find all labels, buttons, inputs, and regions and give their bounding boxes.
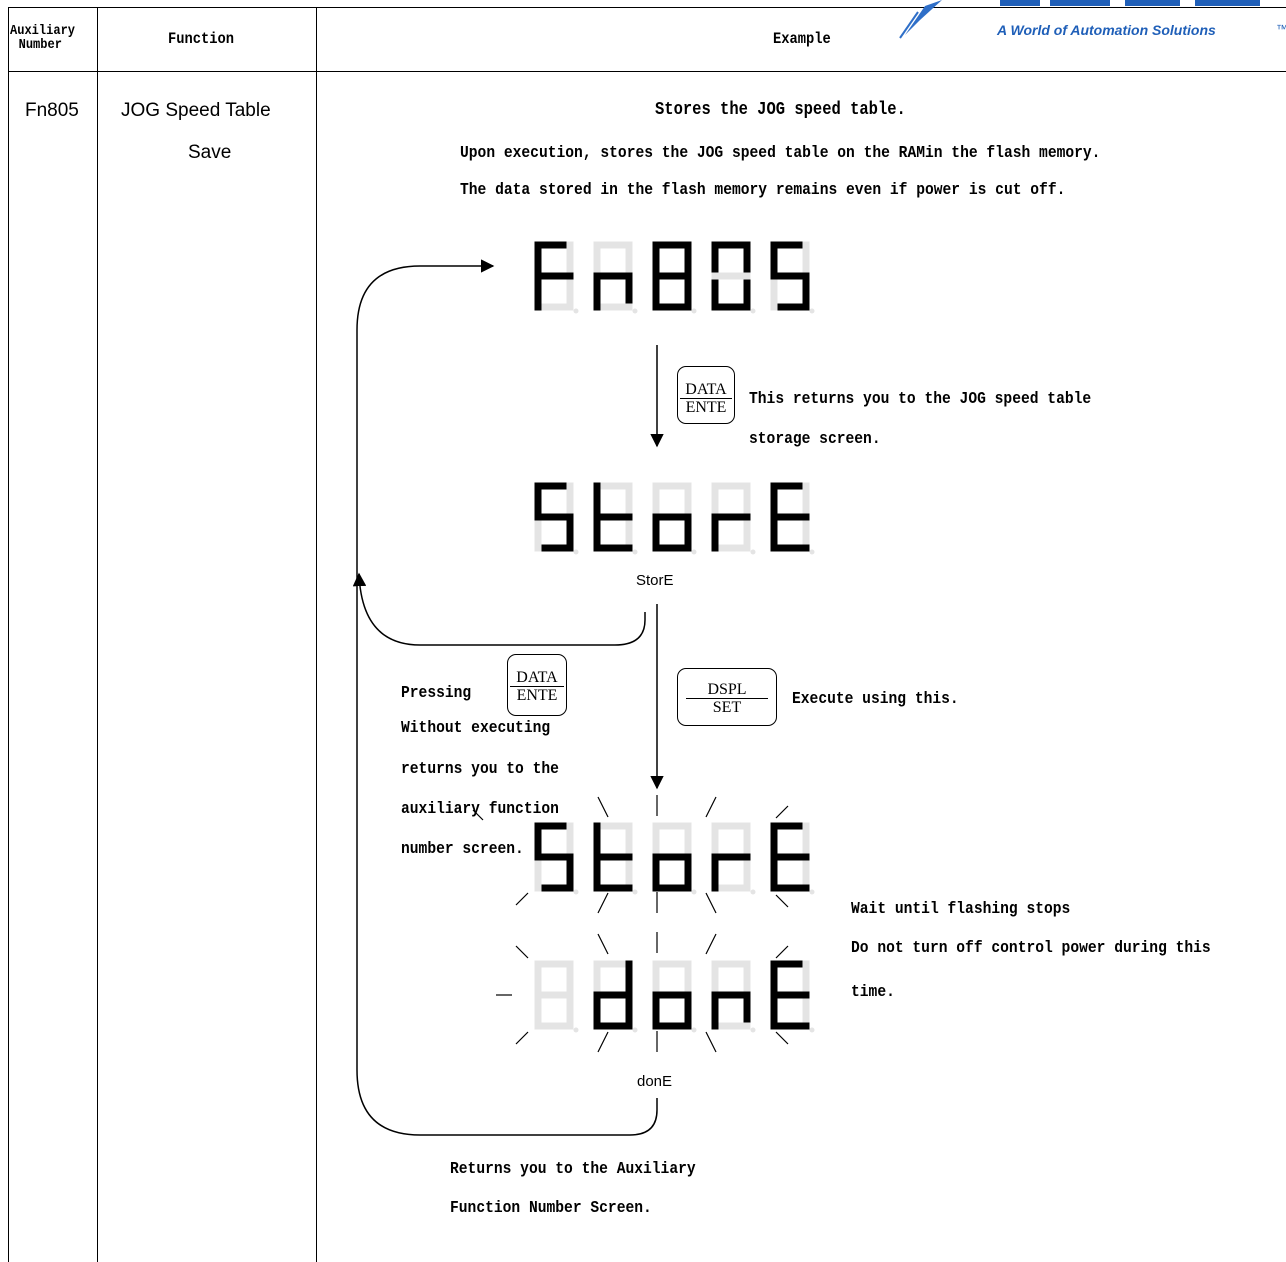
- display-dot: [632, 1027, 638, 1033]
- pressing-line-4: auxiliary function: [401, 800, 559, 819]
- logo-tagline: A World of Automation Solutions: [997, 22, 1216, 38]
- display-fn805: [534, 241, 815, 314]
- header-bottom-border: [8, 71, 1286, 72]
- example-desc-1: Upon execution, stores the JOG speed tab…: [460, 144, 1101, 163]
- pressing-line-3: returns you to the: [401, 760, 559, 779]
- key-label-bottom: SET: [712, 699, 742, 716]
- cancel-return-arrow: [352, 572, 646, 646]
- column-divider-1: [97, 7, 98, 1262]
- example-desc-2: The data stored in the flash memory rema…: [460, 181, 1066, 200]
- logo-tagline-mark: ™: [1276, 22, 1286, 36]
- display-caption-done: donE: [637, 1073, 673, 1090]
- display-dot: [750, 889, 756, 895]
- key-label-top: DATA: [510, 669, 564, 687]
- display-dot: [573, 1027, 579, 1033]
- display-dot: [750, 1027, 756, 1033]
- pressing-line-2: Without executing: [401, 719, 551, 738]
- aux-number-cell: Fn805: [25, 100, 79, 121]
- display-dot: [573, 308, 579, 314]
- key-label-bottom: ENTE: [685, 399, 727, 416]
- display-dot: [632, 549, 638, 555]
- display-dot: [691, 1027, 697, 1033]
- display-dot: [809, 889, 815, 895]
- function-name-line2: Save: [188, 142, 232, 163]
- table-left-border: [8, 7, 9, 1262]
- header-example: Example: [773, 30, 831, 48]
- display-dot: [750, 549, 756, 555]
- example-title: Stores the JOG speed table.: [655, 100, 906, 120]
- function-name-line1: JOG Speed Table: [121, 100, 271, 121]
- note-return-1: This returns you to the JOG speed table: [749, 390, 1092, 409]
- display-store-flashing: [534, 822, 815, 895]
- data-enter-key-cancel[interactable]: DATA ENTE: [507, 654, 567, 716]
- wait-line-1: Wait until flashing stops: [851, 900, 1071, 919]
- display-dot: [750, 308, 756, 314]
- display-dot: [691, 308, 697, 314]
- display-store: [534, 482, 815, 555]
- display-dot: [573, 549, 579, 555]
- dspl-set-key[interactable]: DSPL SET: [677, 668, 777, 726]
- display-dot: [809, 549, 815, 555]
- returns-line-2: Function Number Screen.: [450, 1199, 652, 1218]
- column-divider-2: [316, 7, 317, 1262]
- wait-line-2: Do not turn off control power during thi…: [851, 939, 1211, 958]
- key-label-top: DATA: [680, 381, 732, 399]
- key-label-bottom: ENTE: [516, 687, 558, 704]
- display-dot: [573, 889, 579, 895]
- display-caption-store: StorE: [636, 572, 674, 589]
- data-enter-key[interactable]: DATA ENTE: [677, 366, 735, 424]
- display-dot: [809, 308, 815, 314]
- pressing-line-5: number screen.: [401, 840, 524, 859]
- key-label-top: DSPL: [686, 681, 768, 699]
- pressing-line-1: Pressing: [401, 684, 472, 703]
- display-done: [534, 960, 815, 1033]
- note-execute: Execute using this.: [792, 690, 959, 709]
- returns-line-1: Returns you to the Auxiliary: [450, 1160, 696, 1179]
- display-dot: [809, 1027, 815, 1033]
- note-return-2: storage screen.: [749, 430, 881, 449]
- flash-rays-done: [496, 932, 806, 1053]
- table-top-border: [8, 7, 1286, 8]
- display-dot: [632, 889, 638, 895]
- header-function: Function: [168, 30, 235, 48]
- header-auxiliary-number: Auxiliary Number: [10, 23, 76, 53]
- display-dot: [691, 889, 697, 895]
- display-dot: [632, 308, 638, 314]
- wait-line-3: time.: [851, 983, 895, 1002]
- display-dot: [691, 549, 697, 555]
